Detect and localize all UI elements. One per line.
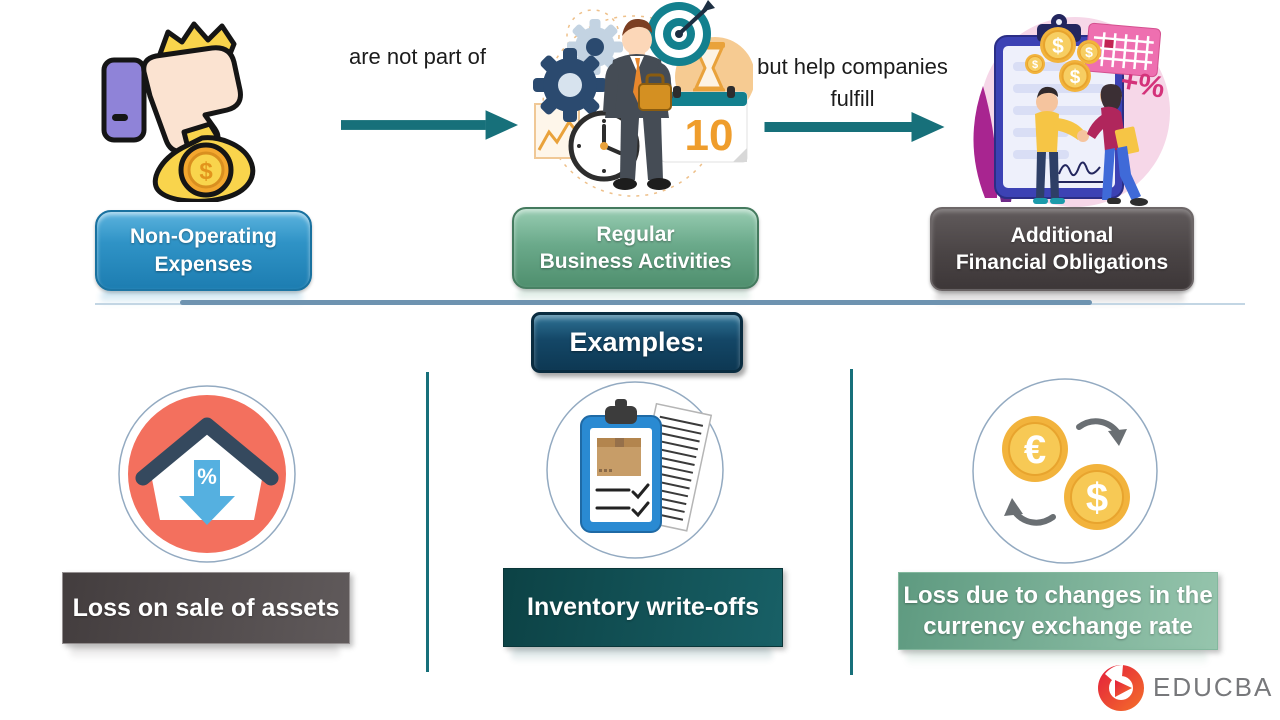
businessman-figure xyxy=(603,18,673,190)
examples-header-label: Examples: xyxy=(569,327,705,357)
label-line: Additional xyxy=(1010,223,1114,247)
asset-depreciation-icon: % xyxy=(118,385,296,563)
gear-large-icon xyxy=(533,48,607,122)
connector1-line2: part of xyxy=(423,44,486,69)
vertical-divider xyxy=(850,369,853,675)
dollar-coins-icon: $ $ $ $ xyxy=(1025,27,1101,92)
example-label-currency-loss: Loss due to changes in the currency exch… xyxy=(898,572,1218,650)
svg-text:$: $ xyxy=(1070,67,1081,88)
inventory-clipboard-icon xyxy=(546,381,724,559)
euro-symbol: € xyxy=(1024,428,1046,472)
calendar-icon: 10 xyxy=(660,86,748,163)
money-bag-hand-icon: $ xyxy=(101,21,256,202)
label-line: Loss on sale of assets xyxy=(72,593,340,622)
calendar-number: 10 xyxy=(685,111,734,160)
connector1-text: are not part of xyxy=(340,41,495,73)
example-label-inventory-writeoffs: Inventory write-offs xyxy=(503,568,783,647)
financial-obligations-illustration: $ $ $ $ +% xyxy=(973,14,1170,207)
educba-logo-icon xyxy=(1098,664,1144,711)
label-line: Business Activities xyxy=(539,250,732,273)
vertical-divider xyxy=(426,372,429,672)
connector2-line2: companies fulfill xyxy=(830,54,948,111)
connector1-line1: are not xyxy=(349,44,418,69)
example-label-loss-on-sale: Loss on sale of assets xyxy=(62,572,350,644)
handshake-people xyxy=(1033,84,1148,206)
regular-business-illustration: 10 xyxy=(533,0,753,197)
label-non-operating-expenses: Non-Operating Expenses xyxy=(95,210,312,291)
plus-percent-symbol: +% xyxy=(1118,65,1167,105)
percent-symbol: % xyxy=(197,464,217,489)
label-line: Non-Operating xyxy=(130,225,277,249)
svg-text:$: $ xyxy=(1052,35,1064,58)
examples-header: Examples: xyxy=(531,312,743,373)
money-bag-dollar-symbol: $ xyxy=(199,158,213,185)
educba-logo-text: EDUCBA xyxy=(1153,671,1274,702)
gear-small-icon xyxy=(567,19,623,75)
label-line: Loss due to changes in the xyxy=(903,581,1213,609)
connector2-text: but help companies fulfill xyxy=(755,51,950,115)
box-reflection xyxy=(70,644,340,660)
divider-line xyxy=(180,300,1092,305)
educba-logo: EDUCBA xyxy=(1096,660,1273,714)
target-icon xyxy=(647,0,715,66)
svg-text:$: $ xyxy=(1085,44,1093,60)
connector2-line1: but help xyxy=(757,54,836,79)
box-reflection xyxy=(906,650,1208,666)
label-line: currency exchange rate xyxy=(923,613,1193,640)
arrow-right-icon xyxy=(341,110,518,140)
label-line: Financial Obligations xyxy=(955,251,1169,274)
label-regular-business-activities: Regular Business Activities xyxy=(512,207,759,289)
label-line: Regular xyxy=(596,222,675,246)
label-line: Expenses xyxy=(154,252,253,276)
label-additional-financial-obligations: Additional Financial Obligations xyxy=(930,207,1194,291)
dollar-symbol: $ xyxy=(1086,476,1108,520)
box-reflection xyxy=(511,647,773,663)
arrow-right-icon xyxy=(764,112,945,142)
svg-text:$: $ xyxy=(1032,59,1038,71)
currency-exchange-icon: € $ xyxy=(972,378,1158,564)
label-line: Inventory write-offs xyxy=(527,593,759,621)
